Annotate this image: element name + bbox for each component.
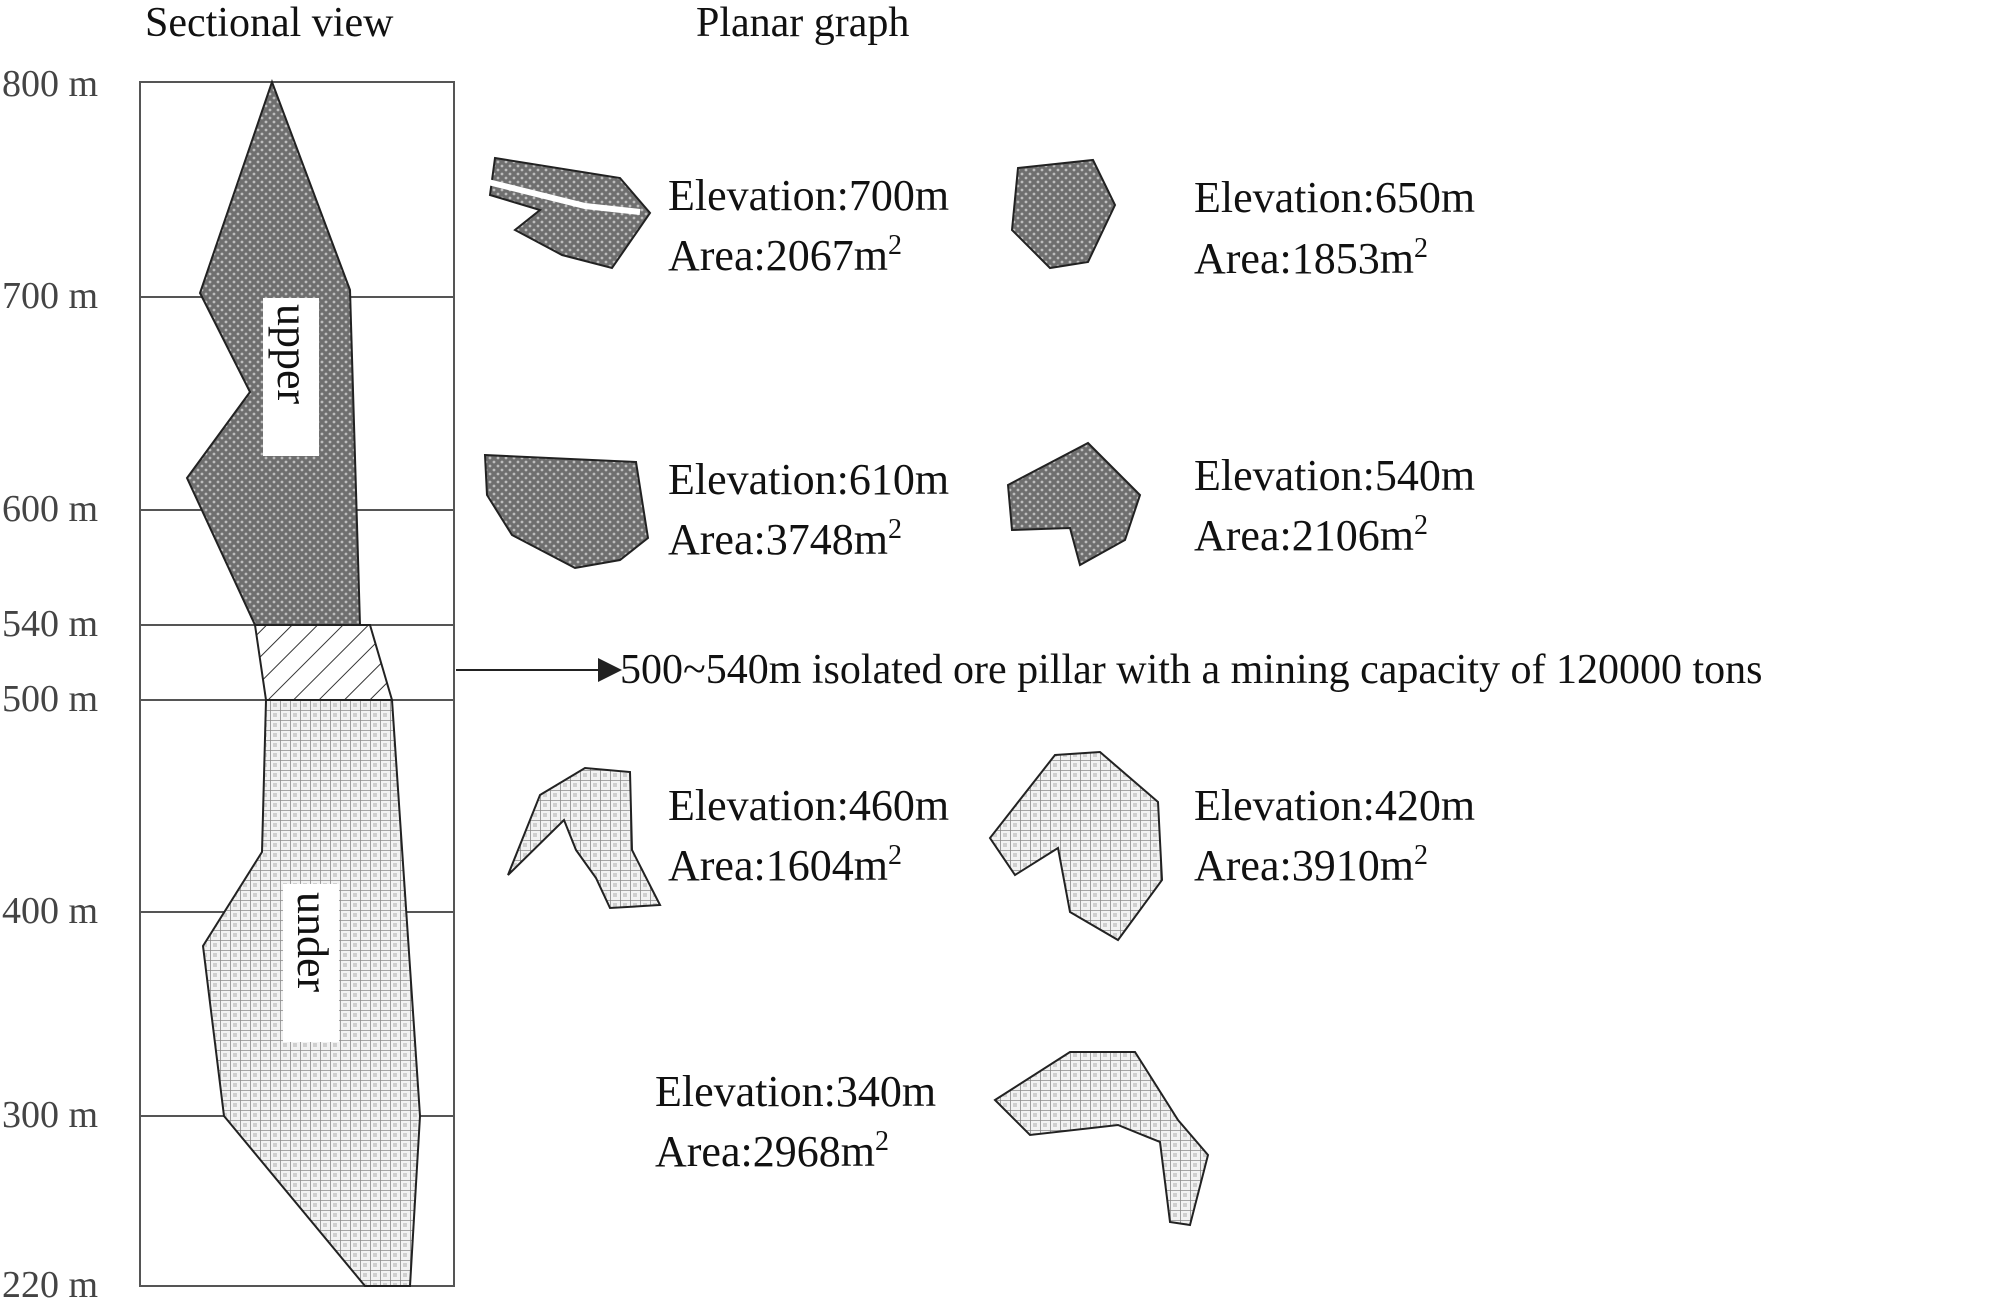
- pillar-note: 500~540m isolated ore pillar with a mini…: [620, 647, 1763, 693]
- sectional-view-title: Sectional view: [145, 0, 394, 46]
- plan-shape-650: [1010, 158, 1117, 270]
- plan-420-area: Area:3910m2: [1194, 840, 1428, 890]
- plan-610-elevation: Elevation:610m: [668, 455, 949, 504]
- plan-shape-610: [483, 453, 650, 570]
- plan-340-area: Area:2968m2: [655, 1126, 889, 1176]
- tick-label-220: 220 m: [2, 1264, 98, 1303]
- plan-610-area: Area:3748m2: [668, 514, 902, 564]
- plan-540-elevation: Elevation:540m: [1194, 451, 1475, 500]
- plan-shape-340: [993, 1051, 1210, 1227]
- plan-540-area: Area:2106m2: [1194, 510, 1428, 560]
- plan-shape-420: [988, 750, 1164, 942]
- plan-shape-460: [507, 766, 662, 910]
- plan-shape-700-gap: [487, 179, 641, 215]
- plan-420-elevation: Elevation:420m: [1194, 781, 1475, 830]
- section-frame: [139, 81, 455, 1287]
- plan-shape-540: [1006, 441, 1142, 567]
- plan-700-elevation: Elevation:700m: [668, 171, 949, 220]
- plan-650-area: Area:1853m2: [1194, 233, 1428, 283]
- tick-label-540: 540 m: [2, 603, 98, 645]
- under-zone-label: under: [288, 892, 337, 993]
- tick-label-800: 800 m: [2, 63, 98, 105]
- plan-460-area: Area:1604m2: [668, 840, 902, 890]
- plan-340-elevation: Elevation:340m: [655, 1067, 936, 1116]
- plan-shape-700: [488, 156, 652, 270]
- upper-zone-label: upper: [268, 304, 317, 405]
- tick-label-400: 400 m: [2, 890, 98, 932]
- tick-label-500: 500 m: [2, 678, 98, 720]
- plan-460-elevation: Elevation:460m: [668, 781, 949, 830]
- tick-label-700: 700 m: [2, 275, 98, 317]
- planar-graph-title: Planar graph: [696, 0, 909, 46]
- plan-700-area: Area:2067m2: [668, 230, 902, 280]
- tick-label-300: 300 m: [2, 1094, 98, 1136]
- tick-label-600: 600 m: [2, 488, 98, 530]
- plan-650-elevation: Elevation:650m: [1194, 173, 1475, 222]
- isolated-ore-pillar: [253, 624, 394, 701]
- upper-label-bg: [263, 298, 319, 456]
- under-label-bg: [283, 884, 339, 1042]
